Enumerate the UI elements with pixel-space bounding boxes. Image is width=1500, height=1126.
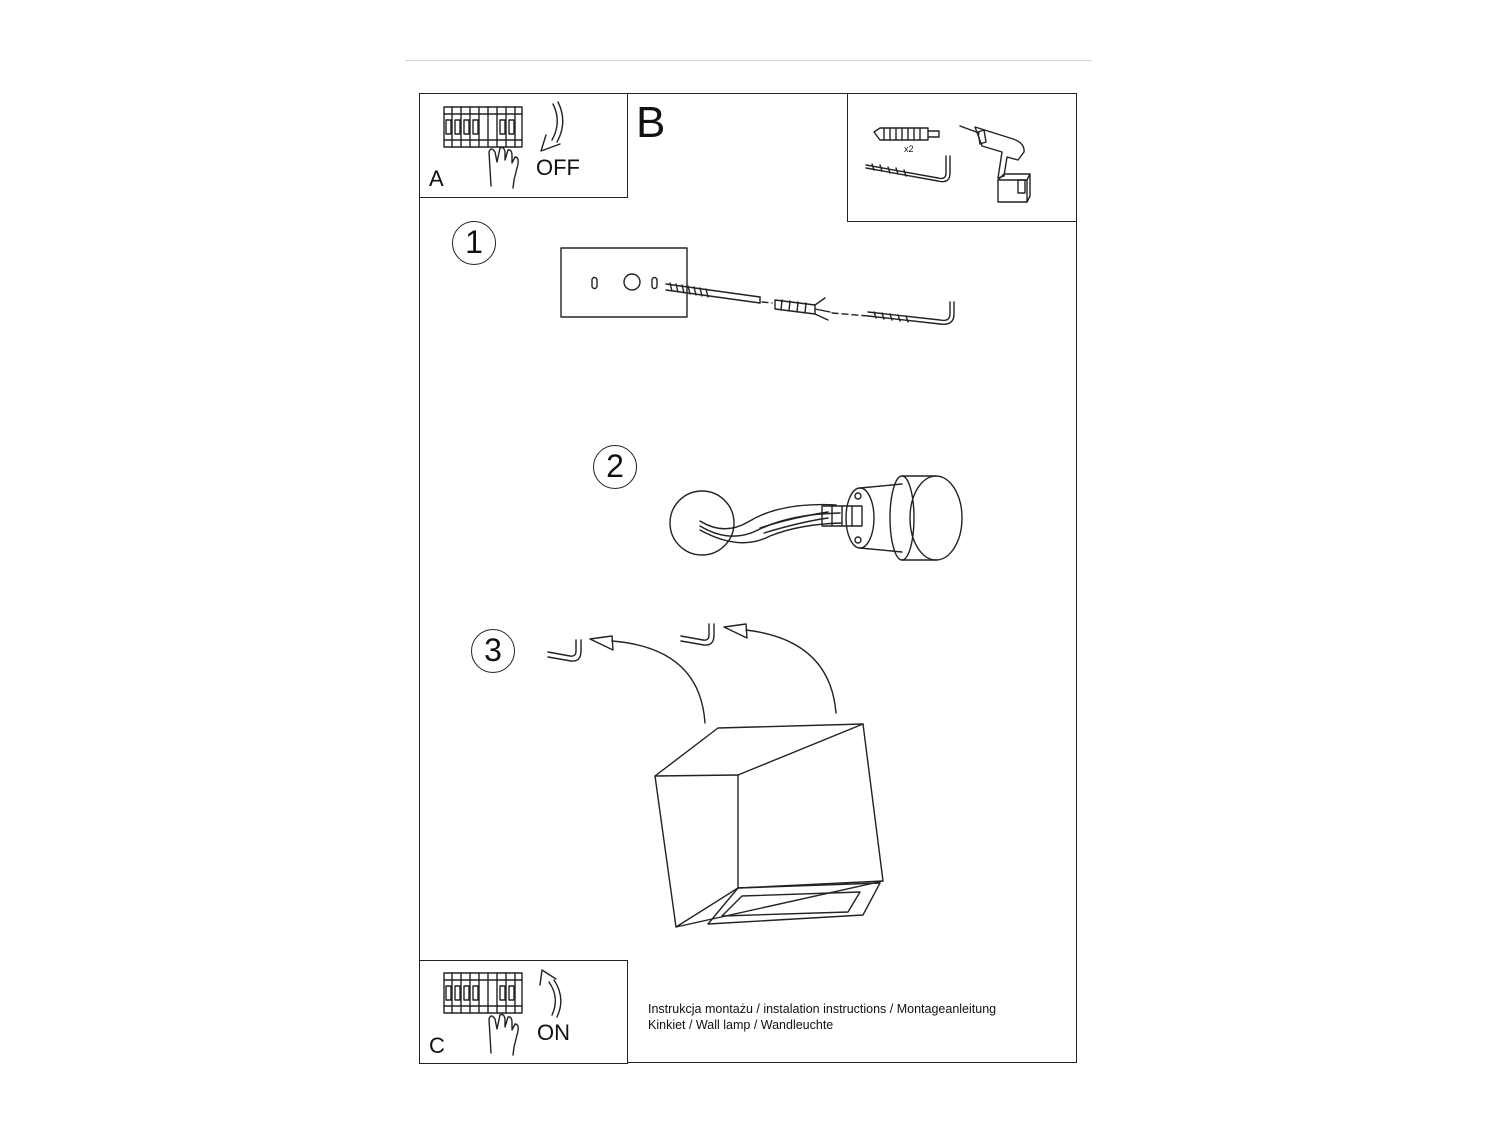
footer-instructions-title: Instrukcja montażu / instalation instruc… bbox=[648, 1002, 997, 1016]
panel-c-action-label: ON bbox=[537, 1020, 570, 1045]
panel-b-letter: B bbox=[636, 98, 666, 147]
step-1-marker: 1 bbox=[452, 221, 496, 265]
step-3-marker: 3 bbox=[471, 629, 515, 673]
panel-a-action-label: OFF bbox=[536, 155, 580, 180]
wires-icon bbox=[699, 503, 843, 544]
instruction-sheet bbox=[419, 93, 1077, 1063]
hand-icon bbox=[488, 146, 519, 189]
hand-on-icon bbox=[488, 1013, 519, 1056]
panel-a-power-off bbox=[419, 93, 628, 198]
hook-screw-icon bbox=[865, 155, 951, 183]
top-divider bbox=[405, 60, 1092, 61]
junction-box-icon bbox=[669, 490, 735, 556]
circuit-breaker-icon bbox=[443, 106, 523, 148]
lamp-socket-icon bbox=[821, 475, 963, 561]
anchor-plug-icon bbox=[774, 297, 831, 321]
arrow-up-right-icon bbox=[723, 623, 837, 714]
hook-left-icon bbox=[547, 639, 582, 662]
drill-icon bbox=[959, 125, 1031, 203]
arrow-up-icon bbox=[539, 969, 562, 1018]
cube-lamp-icon bbox=[654, 723, 884, 928]
hook-right-icon bbox=[680, 623, 715, 646]
alignment-line-2 bbox=[831, 312, 869, 317]
panel-c-power-on bbox=[419, 960, 628, 1064]
arrow-up-left-icon bbox=[589, 635, 706, 724]
mounting-plate-icon bbox=[560, 247, 688, 318]
anchor-quantity: x2 bbox=[904, 144, 914, 154]
wall-plug-icon bbox=[873, 127, 940, 141]
arrow-down-icon bbox=[540, 101, 564, 152]
drill-bit-icon bbox=[665, 282, 761, 304]
tools-panel bbox=[847, 93, 1077, 222]
panel-c-letter: C bbox=[429, 1033, 445, 1058]
panel-a-letter: A bbox=[429, 166, 444, 191]
step-2-marker: 2 bbox=[593, 445, 637, 489]
circuit-breaker-on-icon bbox=[443, 972, 523, 1014]
footer-product-type: Kinkiet / Wall lamp / Wandleuchte bbox=[648, 1018, 834, 1032]
hook-screw-step1-icon bbox=[867, 301, 955, 325]
alignment-line-1 bbox=[761, 301, 773, 304]
